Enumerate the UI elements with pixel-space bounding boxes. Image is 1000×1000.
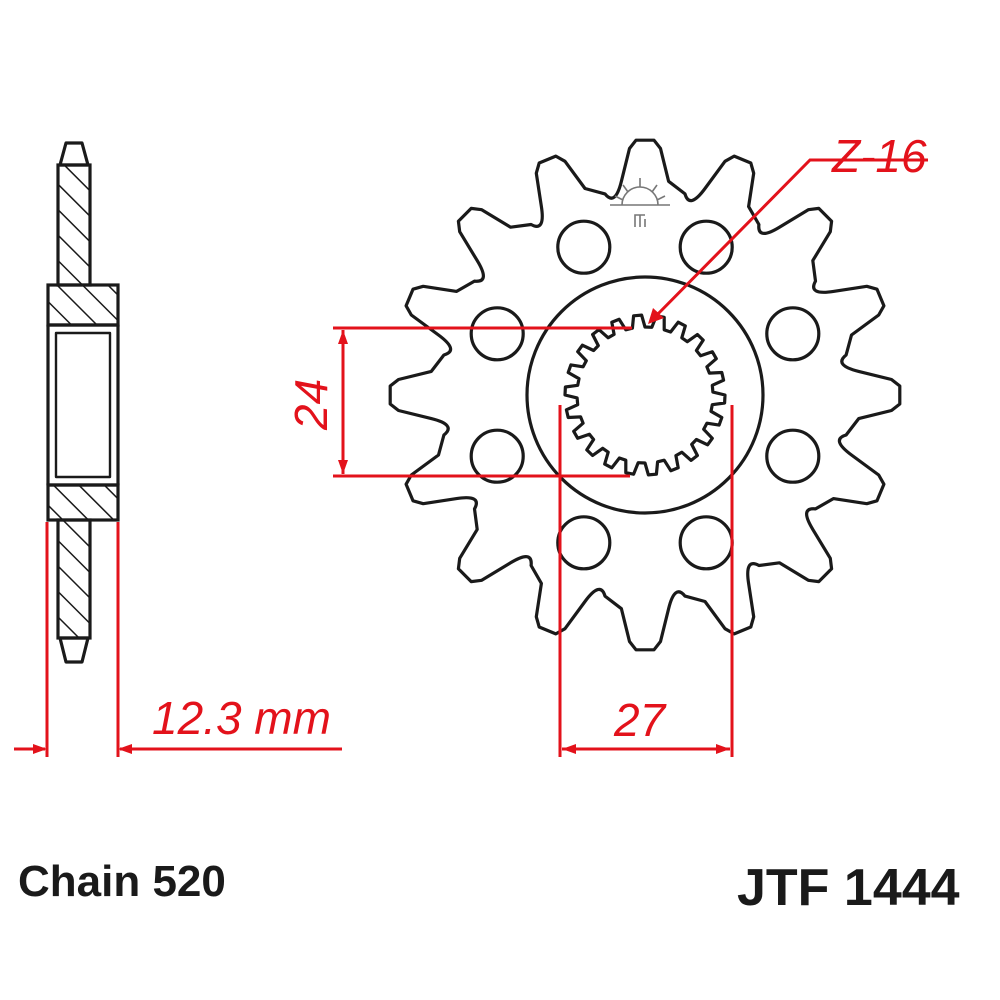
side-view xyxy=(46,141,120,664)
bolt-hole xyxy=(678,515,734,571)
spline-profile xyxy=(563,313,727,477)
side-bore-inner xyxy=(54,331,112,479)
teeth-count-label: Z-16 xyxy=(831,130,927,182)
spline-inner-label: 24 xyxy=(285,379,337,431)
thickness-dimension: 12.3 mm xyxy=(14,522,342,757)
front-view xyxy=(388,138,902,652)
bolt-hole xyxy=(678,219,734,275)
chain-size-label: Chain 520 xyxy=(18,857,226,906)
bolt-hole xyxy=(765,306,821,362)
spline-outer-label: 27 xyxy=(613,694,667,746)
side-blade-lower xyxy=(56,518,92,640)
bolt-hole xyxy=(765,428,821,484)
bolt-hole xyxy=(556,219,612,275)
side-bore xyxy=(46,323,120,487)
side-tooth-top xyxy=(58,141,90,167)
bolt-hole xyxy=(469,306,525,362)
side-hub-upper xyxy=(46,283,120,327)
part-number-label: JTF 1444 xyxy=(737,859,960,917)
bolt-hole xyxy=(556,515,612,571)
side-tooth-bottom xyxy=(58,636,90,664)
thickness-label: 12.3 mm xyxy=(152,692,331,744)
bolt-holes xyxy=(469,219,821,571)
spline-outer-dimension: 27 xyxy=(558,405,734,757)
teeth-count-leader: Z-16 xyxy=(648,130,928,324)
sun-logo-icon xyxy=(610,178,670,227)
hub-circle xyxy=(525,275,765,515)
spline-inner-dimension: 24 xyxy=(285,326,632,478)
sprocket-tooth-profile xyxy=(388,138,902,652)
side-blade-upper xyxy=(56,163,92,287)
bolt-hole xyxy=(469,428,525,484)
side-hub-lower xyxy=(46,483,120,522)
